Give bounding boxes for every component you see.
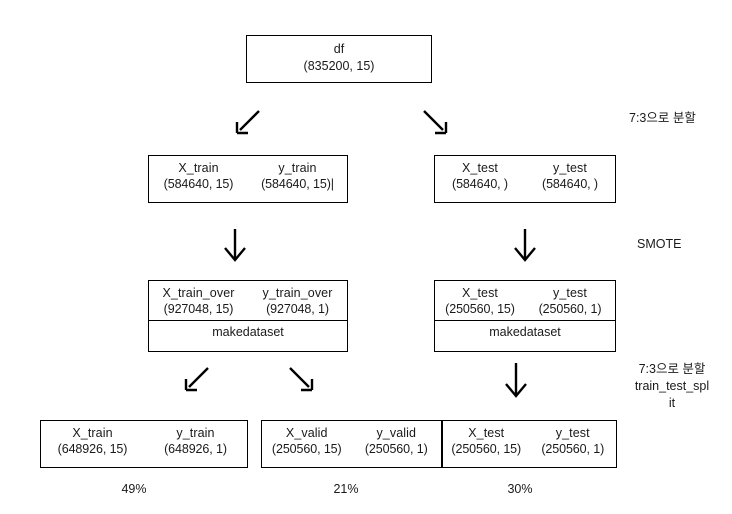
arrow-down-left-split2 [182,365,210,393]
final-valid-y-label: y_valid [376,426,417,440]
final-train-labels: X_train y_train [41,421,247,440]
split1-test-x-shape: (584640, ) [452,177,508,191]
final-train-x-shape: (648926, 15) [57,442,128,456]
split1-train-labels: X_train y_train [149,156,347,175]
percentage-train: 49% [121,482,147,496]
arrow-down-right-split2 [288,365,316,393]
final-valid-labels: X_valid y_valid [262,421,441,440]
arrow-down-smote-test [512,228,538,262]
smote-train-x-shape: (927048, 15) [163,302,234,316]
smote-test-y-shape: (250560, 1) [538,302,602,316]
final-test-x-label: X_test [468,426,505,440]
smote-test-y-label: y_test [553,286,587,300]
smote-test-labels: X_test y_test [435,281,615,300]
annotation-split-ratio-top: 7:3으로 분할 [629,111,696,125]
source-df-name: df [333,42,345,56]
split1-test-y-shape: (584640, ) [542,177,598,191]
smote-train-x-label: X_train_over [162,286,235,300]
smote-train-shapes: (927048, 15) (927048, 1) [149,300,347,320]
final-test-shapes: (250560, 15) (250560, 1) [443,440,616,460]
arrow-down-passthrough-test [503,362,529,398]
split1-train-x-shape: (584640, 15) [163,177,234,191]
annotation-smote: SMOTE [637,237,682,251]
split1-test-labels: X_test y_test [435,156,615,175]
percentage-test: 30% [507,482,533,496]
node-source-df: df (835200, 15) [246,35,432,83]
smote-train-y-shape: (927048, 1) [266,302,329,316]
arrow-down-smote-train [222,228,248,262]
final-train-x-label: X_train [72,426,113,440]
smote-train-labels: X_train_over y_train_over [149,281,347,300]
final-test-y-shape: (250560, 1) [541,442,605,456]
final-test-y-label: y_test [555,426,590,440]
split1-train-shapes: (584640, 15) (584640, 15)| [149,175,347,195]
final-train-y-shape: (648926, 1) [164,442,227,456]
split1-train-y-label: y_train [278,161,317,175]
final-train-y-label: y_train [176,426,215,440]
node-final-train: X_train y_train (648926, 15) (648926, 1) [40,420,248,468]
smote-test-makedataset: makedataset [435,320,615,344]
node-split1-train: X_train y_train (584640, 15) (584640, 15… [148,155,348,203]
final-valid-x-shape: (250560, 15) [271,442,342,456]
smote-test-x-shape: (250560, 15) [445,302,515,316]
percentage-valid: 21% [333,482,359,496]
final-valid-shapes: (250560, 15) (250560, 1) [262,440,441,460]
smote-train-makedataset: makedataset [149,320,347,344]
arrow-down-left-split1 [233,108,261,136]
node-final-test: X_test y_test (250560, 15) (250560, 1) [442,420,617,468]
annotation-split-ratio-bottom: 7:3으로 분할 train_test_spl it [634,362,710,410]
source-df-shape: (835200, 15) [303,59,375,73]
arrow-down-right-split1 [422,108,450,136]
node-split1-test: X_test y_test (584640, ) (584640, ) [434,155,616,203]
smote-test-x-label: X_test [461,286,499,300]
split1-test-shapes: (584640, ) (584640, ) [435,175,615,195]
final-test-x-shape: (250560, 15) [451,442,522,456]
node-smote-train: X_train_over y_train_over (927048, 15) (… [148,280,348,352]
split1-test-x-label: X_test [461,161,499,175]
smote-test-shapes: (250560, 15) (250560, 1) [435,300,615,320]
final-valid-x-label: X_valid [285,426,328,440]
split1-train-x-label: X_train [178,161,219,175]
split1-train-y-shape: (584640, 15)| [261,177,334,191]
final-valid-y-shape: (250560, 1) [364,442,428,456]
split1-test-y-label: y_test [553,161,587,175]
node-final-valid: X_valid y_valid (250560, 15) (250560, 1) [261,420,442,468]
smote-train-y-label: y_train_over [262,286,333,300]
final-test-labels: X_test y_test [443,421,616,440]
final-train-shapes: (648926, 15) (648926, 1) [41,440,247,460]
node-smote-test: X_test y_test (250560, 15) (250560, 1) m… [434,280,616,352]
